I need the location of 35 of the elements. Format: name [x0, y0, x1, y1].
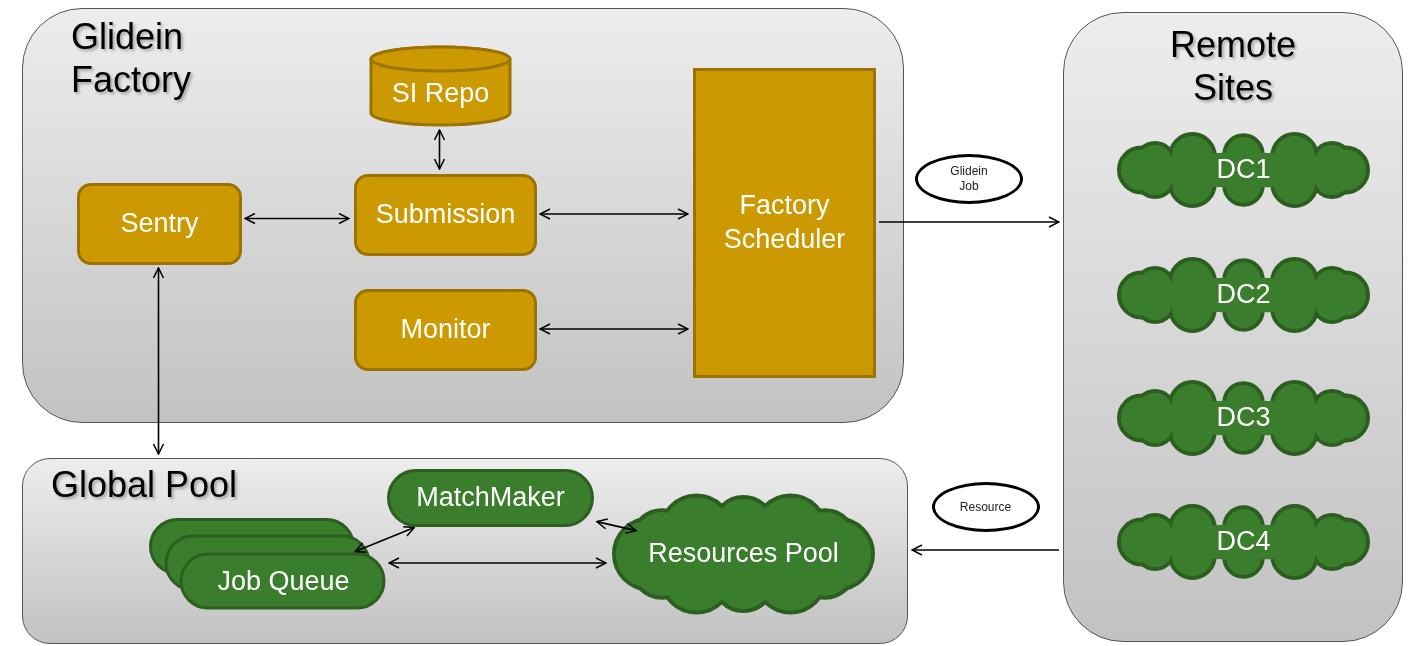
box-label: Factory Scheduler — [722, 189, 847, 256]
group-panel — [22, 458, 908, 644]
arrow — [911, 544, 1060, 556]
box-label: MatchMaker — [415, 481, 566, 515]
arrow — [354, 525, 416, 554]
arrow — [388, 557, 607, 569]
process-box — [693, 68, 876, 378]
box-label: Sentry — [119, 207, 200, 241]
box-label: Job Queue — [216, 565, 351, 599]
edge-label: Resource — [931, 482, 1040, 532]
group-title: Glidein Factory — [71, 15, 193, 102]
arrow — [539, 208, 689, 220]
box-label: DC3 — [1215, 401, 1272, 435]
box-label: Submission — [374, 198, 517, 232]
process-box — [354, 289, 537, 371]
group-panel — [22, 8, 904, 423]
process-box — [354, 174, 537, 256]
box-label: DC1 — [1215, 153, 1272, 187]
edge-label: Glidein Job — [915, 154, 1023, 204]
group-title: Global Pool — [51, 463, 238, 507]
process-pill — [387, 469, 594, 527]
group-title: Remote Sites — [1168, 23, 1298, 110]
box-label: SI Repo — [390, 77, 491, 111]
arrow — [244, 212, 350, 225]
box-label: Resources Pool — [647, 537, 840, 571]
box-label: DC4 — [1215, 525, 1272, 559]
arrow — [878, 216, 1060, 228]
arrow — [152, 267, 165, 455]
arrow — [596, 518, 637, 534]
box-label: DC2 — [1215, 278, 1272, 312]
arrow — [539, 323, 689, 335]
group-panel — [1063, 12, 1403, 642]
arrow — [433, 129, 446, 170]
process-box — [77, 183, 242, 265]
box-label: Monitor — [399, 313, 492, 347]
